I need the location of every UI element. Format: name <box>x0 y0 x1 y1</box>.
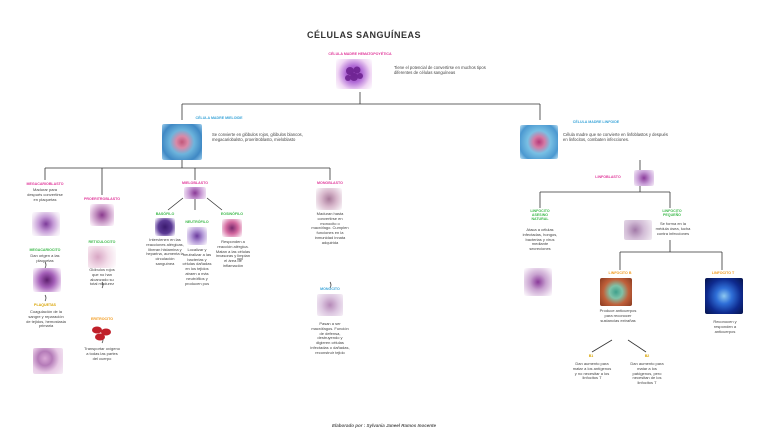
monocito-text: Pasan a ser macrófagos. Función de defen… <box>310 321 350 355</box>
root-label: CÉLULA MADRE HEMATOPOYÉTICA <box>328 52 392 56</box>
proeritroblasto-label: PROERITROBLASTO <box>83 197 121 201</box>
megacarioblasto-label: MEGACARIOBLASTO <box>26 182 64 186</box>
linfoblasto-image <box>634 170 654 186</box>
b2-label: B2 <box>644 354 650 358</box>
eosinofilo-image <box>222 219 242 237</box>
eritrocito-text: Transportar oxígeno a todas las partes d… <box>84 346 120 361</box>
linfocito-nk-image <box>524 268 552 296</box>
lymphoid-text: Célula madre que se convierte en linfobl… <box>563 132 668 142</box>
monoblasto-text: Maduran hasta convertirse en monocito o … <box>311 211 349 245</box>
monoblasto-label: MONOBLASTO <box>317 181 343 185</box>
megacariocito-label: MEGACARIOCITO <box>29 248 61 252</box>
reticulocito-label: RETICULOCITO <box>88 240 116 244</box>
monocito-label: MONOCITO <box>320 287 340 291</box>
linfoblasto-label: LINFOBLASTO <box>595 175 621 179</box>
mieloblasto-image <box>184 187 206 199</box>
neutrofilo-label: NEUTRÓFILO <box>185 220 209 224</box>
neutrofilo-text: Localizar y neutralizar a las bacterias … <box>182 247 212 286</box>
linfocito-t-image <box>705 278 743 314</box>
linfocito-t-label: LINFOCITO T <box>711 271 735 275</box>
lymphoid-cell-image <box>520 125 558 159</box>
hematopoietic-cell-image <box>336 59 372 89</box>
b1-text: Dan aumento para matar a los antígenos y… <box>572 361 612 381</box>
linfocito-t-text: Reconocen y responden a anticuerpos <box>713 319 737 334</box>
myeloid-cell-image <box>162 124 202 160</box>
b2-text: Dan aumento para matar a los patógenos, … <box>630 361 664 386</box>
linfocito-nk-label: LINFOCITO ASESINO NATURAL <box>530 209 550 222</box>
root-text: Tiene el potencial de convertirse en muc… <box>394 65 486 75</box>
reticulocito-image <box>88 246 116 268</box>
eritrocito-image <box>90 324 114 342</box>
eritrocito-label: ERITROCITO <box>90 317 114 321</box>
myeloid-text: Se convierte en glóbulos rojos, glóbulos… <box>212 132 303 142</box>
neutrofilo-image <box>187 227 207 245</box>
eosinofilo-text: Responden a reacción alérgica. Matan a l… <box>215 239 251 268</box>
plaquetas-image <box>33 348 63 374</box>
plaquetas-text: Coagulación de la sangre y reparación de… <box>26 309 66 329</box>
linfocito-nk-text: Ataca a células infectadas, hongos, bact… <box>522 227 558 252</box>
basofilo-image <box>155 218 175 236</box>
plaquetas-label: PLAQUETAS <box>34 303 56 307</box>
mieloblasto-label: MIELOBLASTO <box>181 181 209 185</box>
monoblasto-image <box>316 188 342 210</box>
linfocito-b-text: Produce anticuerpos para reconocer susta… <box>599 308 637 323</box>
megacariocito-image <box>33 268 61 292</box>
linfocito-b-image <box>600 278 632 306</box>
b1-label: B1 <box>588 354 594 358</box>
myeloid-label: CÉLULA MADRE MIELOIDE <box>195 116 243 120</box>
monocito-image <box>317 294 343 316</box>
megacarioblasto-image <box>32 212 60 236</box>
megacarioblasto-text: Madurar para después convertirse en plaq… <box>27 187 63 202</box>
linfocito-b-label: LINFOCITO B <box>608 271 632 275</box>
page-title: CÉLULAS SANGUÍNEAS <box>306 30 421 40</box>
linfocito-pequeno-image <box>624 220 652 240</box>
footer-credit: Elaborado por : Sylvania Janeel Ramos In… <box>331 423 437 428</box>
eosinofilo-label: EOSINÓFILO <box>220 212 244 216</box>
megacariocito-text: Dan origen a las plaquetas <box>30 253 60 263</box>
reticulocito-text: Glóbulos rojos que no han alcanzado su t… <box>89 267 115 287</box>
basofilo-label: BASÓFILO <box>155 212 175 216</box>
lymphoid-label: CÉLULA MADRE LINFOIDE <box>572 120 620 124</box>
proeritroblasto-image <box>90 204 114 226</box>
linfocito-pequeno-text: Se forma en la médula ósea, lucha contra… <box>655 221 691 236</box>
linfocito-pequeno-label: LINFOCITO PEQUEÑO <box>662 209 682 218</box>
basofilo-text: Intervienen en las reacciones alérgicas,… <box>146 237 184 266</box>
